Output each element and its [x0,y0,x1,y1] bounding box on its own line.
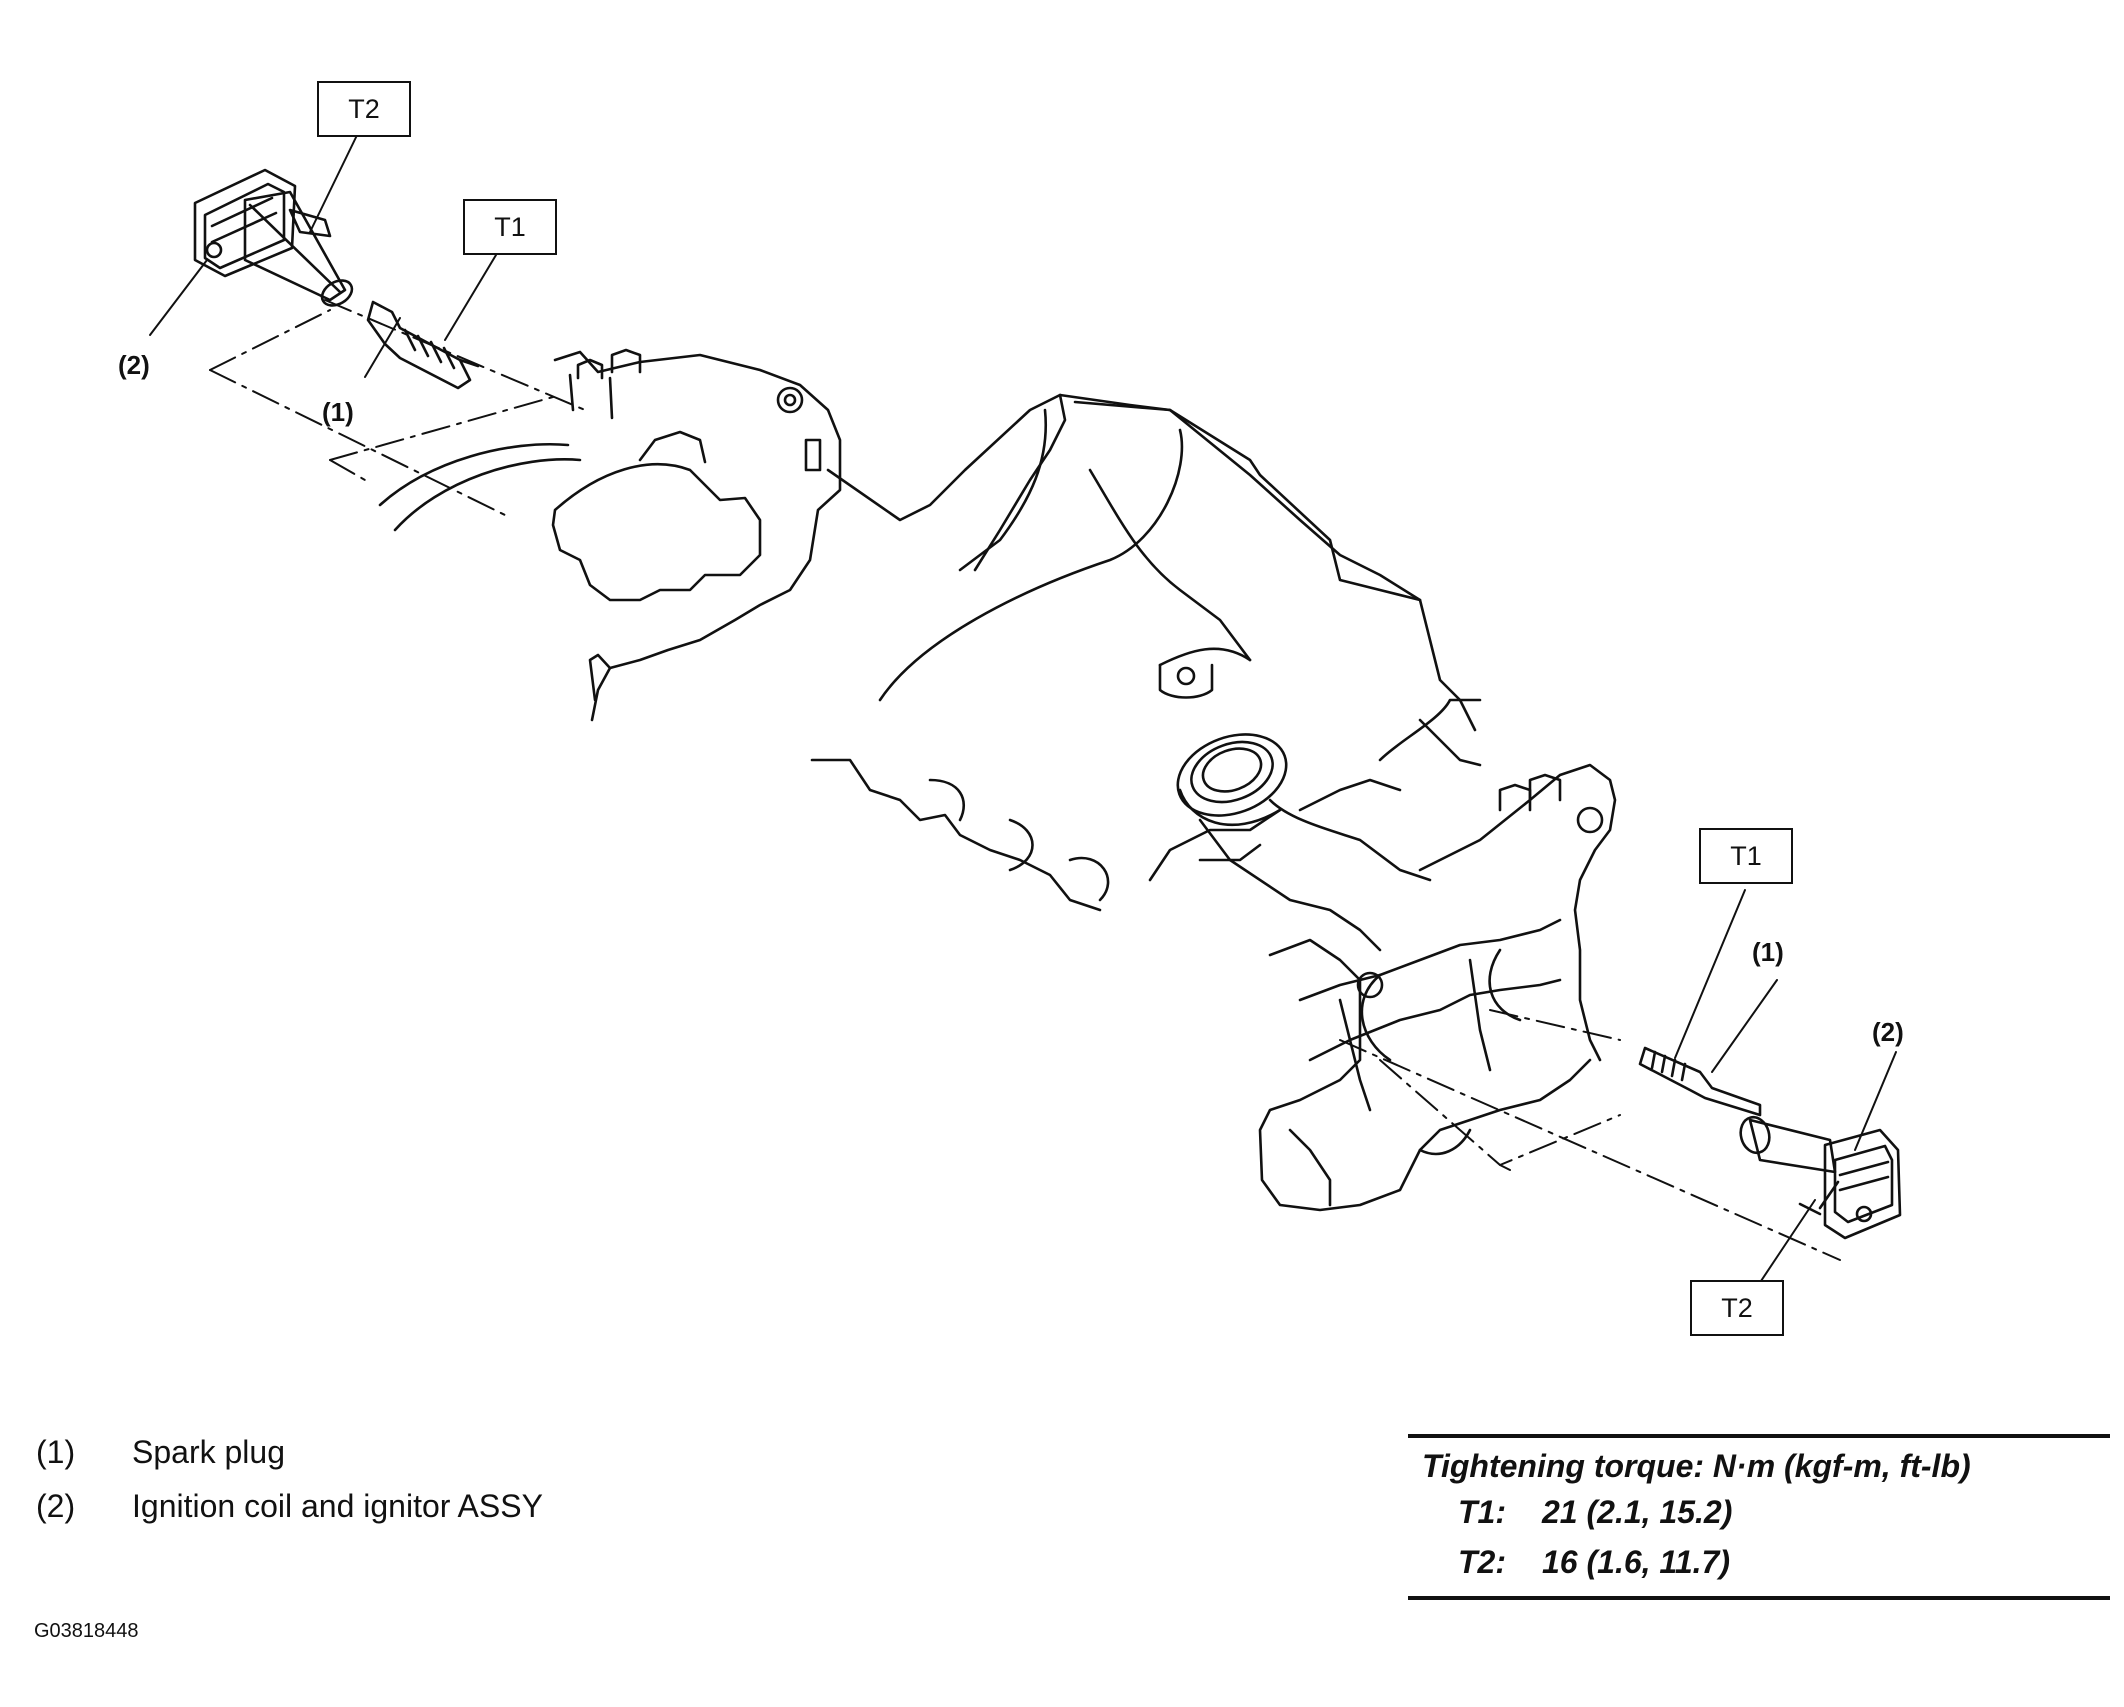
callout-right-plug-num: (1) [1752,937,1784,967]
callout-box-left-t2: T2 [317,81,411,137]
legend-number: (1) [36,1434,76,1470]
left-ignition-coil [193,168,354,307]
callout-box-right-t2: T2 [1690,1280,1784,1336]
legend-label: Spark plug [132,1434,285,1470]
torque-spec-row: T1: 21 (2.1, 15.2) [1458,1494,1732,1531]
legend-item: (1) Spark plug [36,1434,285,1471]
callout-box-right-t1: T1 [1699,828,1793,884]
figure-id: G03818448 [34,1620,139,1642]
legend-item: (2) Ignition coil and ignitor ASSY [36,1488,543,1525]
engine-block [378,348,1617,1212]
installation-axis-lines [209,299,1841,1261]
callout-right-coil-num: (2) [1872,1017,1904,1047]
torque-spec-key: T1: [1458,1494,1506,1530]
legend-label: Ignition coil and ignitor ASSY [132,1488,543,1524]
callout-box-left-t1: T1 [463,199,557,255]
callout-left-plug-num: (1) [322,397,354,427]
callout-left-coil-num: (2) [118,350,150,380]
left-spark-plug [366,300,480,390]
torque-spec-key: T2: [1458,1544,1506,1580]
right-ignition-coil [1739,1115,1902,1240]
oil-filler-cap [1176,733,1432,952]
torque-spec-value: 16 (1.6, 11.7) [1542,1544,1730,1580]
torque-spec-table: Tightening torque: N·m (kgf-m, ft-lb) T1… [1408,1434,2110,1600]
torque-spec-value: 21 (2.1, 15.2) [1542,1494,1733,1530]
torque-spec-row: T2: 16 (1.6, 11.7) [1458,1544,1730,1581]
leader-lines [149,128,1897,1291]
torque-spec-heading: Tightening torque: N·m (kgf-m, ft-lb) [1422,1448,1971,1484]
right-spark-plug [1638,1046,1762,1117]
legend-number: (2) [36,1488,76,1524]
